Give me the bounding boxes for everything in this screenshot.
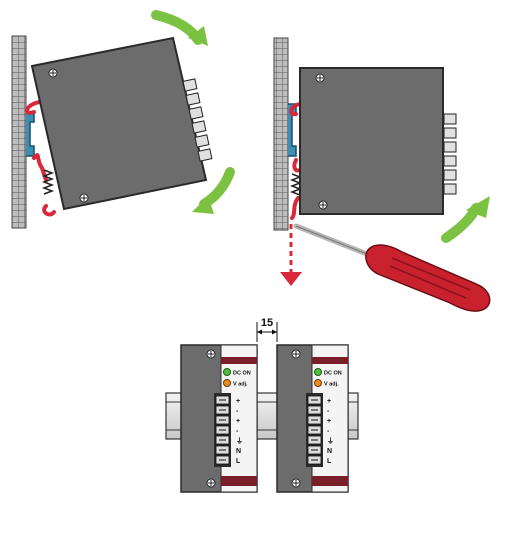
label-strip-bottom (312, 476, 348, 486)
down-arrow-icon (280, 224, 302, 286)
power-supply-right: DC ON V adj. + - + - ⏚ NL (276, 344, 349, 493)
screw-icon (318, 200, 328, 210)
led-dc-on-label: DC ON (324, 371, 342, 377)
led-dc-on-label: DC ON (233, 371, 251, 377)
terminal-label: - (327, 408, 330, 415)
terminal-label: - (327, 428, 330, 435)
terminal-label: L (236, 458, 241, 465)
led-dc-on-icon (314, 368, 322, 376)
terminal-label: N (327, 448, 332, 455)
terminal-label: + (327, 398, 331, 405)
terminal-label: + (236, 418, 240, 425)
screwdriver-icon (293, 223, 491, 312)
rotate-arrow-icon (151, 10, 208, 46)
dimension-value: 15 (261, 317, 273, 329)
rotate-arrow-icon (441, 196, 490, 243)
clip-spring (41, 169, 55, 195)
terminal-block: + - + - ⏚ NL (214, 393, 243, 467)
terminal-label: N (236, 448, 241, 455)
vadj-potentiometer-icon (223, 379, 231, 387)
rail-clip-lower (32, 153, 56, 217)
screw-icon (315, 73, 325, 83)
rotate-arrow-icon (192, 167, 235, 214)
screw-icon (206, 478, 216, 488)
label-strip-top (312, 357, 348, 364)
terminal-block (443, 113, 457, 195)
ground-symbol-icon: ⏚ (327, 437, 334, 445)
mount-step-panel (11, 10, 235, 229)
power-supply-left: DC ON V adj. + - + - ⏚ NL (180, 344, 258, 493)
din-rail-profile (26, 111, 35, 157)
ground-symbol-icon: ⏚ (236, 437, 243, 445)
label-strip-top (221, 357, 257, 364)
spacing-front-view: 15 DC ON V adj. +-+-⏚NL DC ON V adj. (165, 317, 359, 493)
screw-icon (48, 68, 58, 78)
terminal-label: + (236, 398, 240, 405)
rail-clip-upper (24, 100, 42, 115)
mounting-wall (11, 35, 27, 229)
power-supply-housing (299, 67, 444, 215)
led-dc-on-icon (223, 368, 231, 376)
screw-icon (79, 193, 89, 203)
vadj-label: V adj. (233, 382, 248, 388)
screw-icon (291, 478, 301, 488)
terminal-block: + - + - ⏚ NL (306, 393, 334, 467)
label-strip-bottom (221, 476, 257, 486)
vadj-label: V adj. (324, 382, 339, 388)
terminal-block (182, 78, 213, 162)
screw-icon (291, 349, 301, 359)
vadj-potentiometer-icon (314, 379, 322, 387)
spacing-dimension: 15 (256, 317, 278, 342)
mounting-wall (273, 37, 289, 231)
removal-step-panel (273, 37, 491, 312)
terminal-label: L (327, 458, 332, 465)
terminal-label: + (327, 418, 331, 425)
screw-icon (206, 349, 216, 359)
clip-spring (289, 173, 303, 196)
power-supply-housing (30, 36, 208, 211)
terminal-label: - (236, 428, 239, 435)
terminal-label: - (236, 408, 239, 415)
